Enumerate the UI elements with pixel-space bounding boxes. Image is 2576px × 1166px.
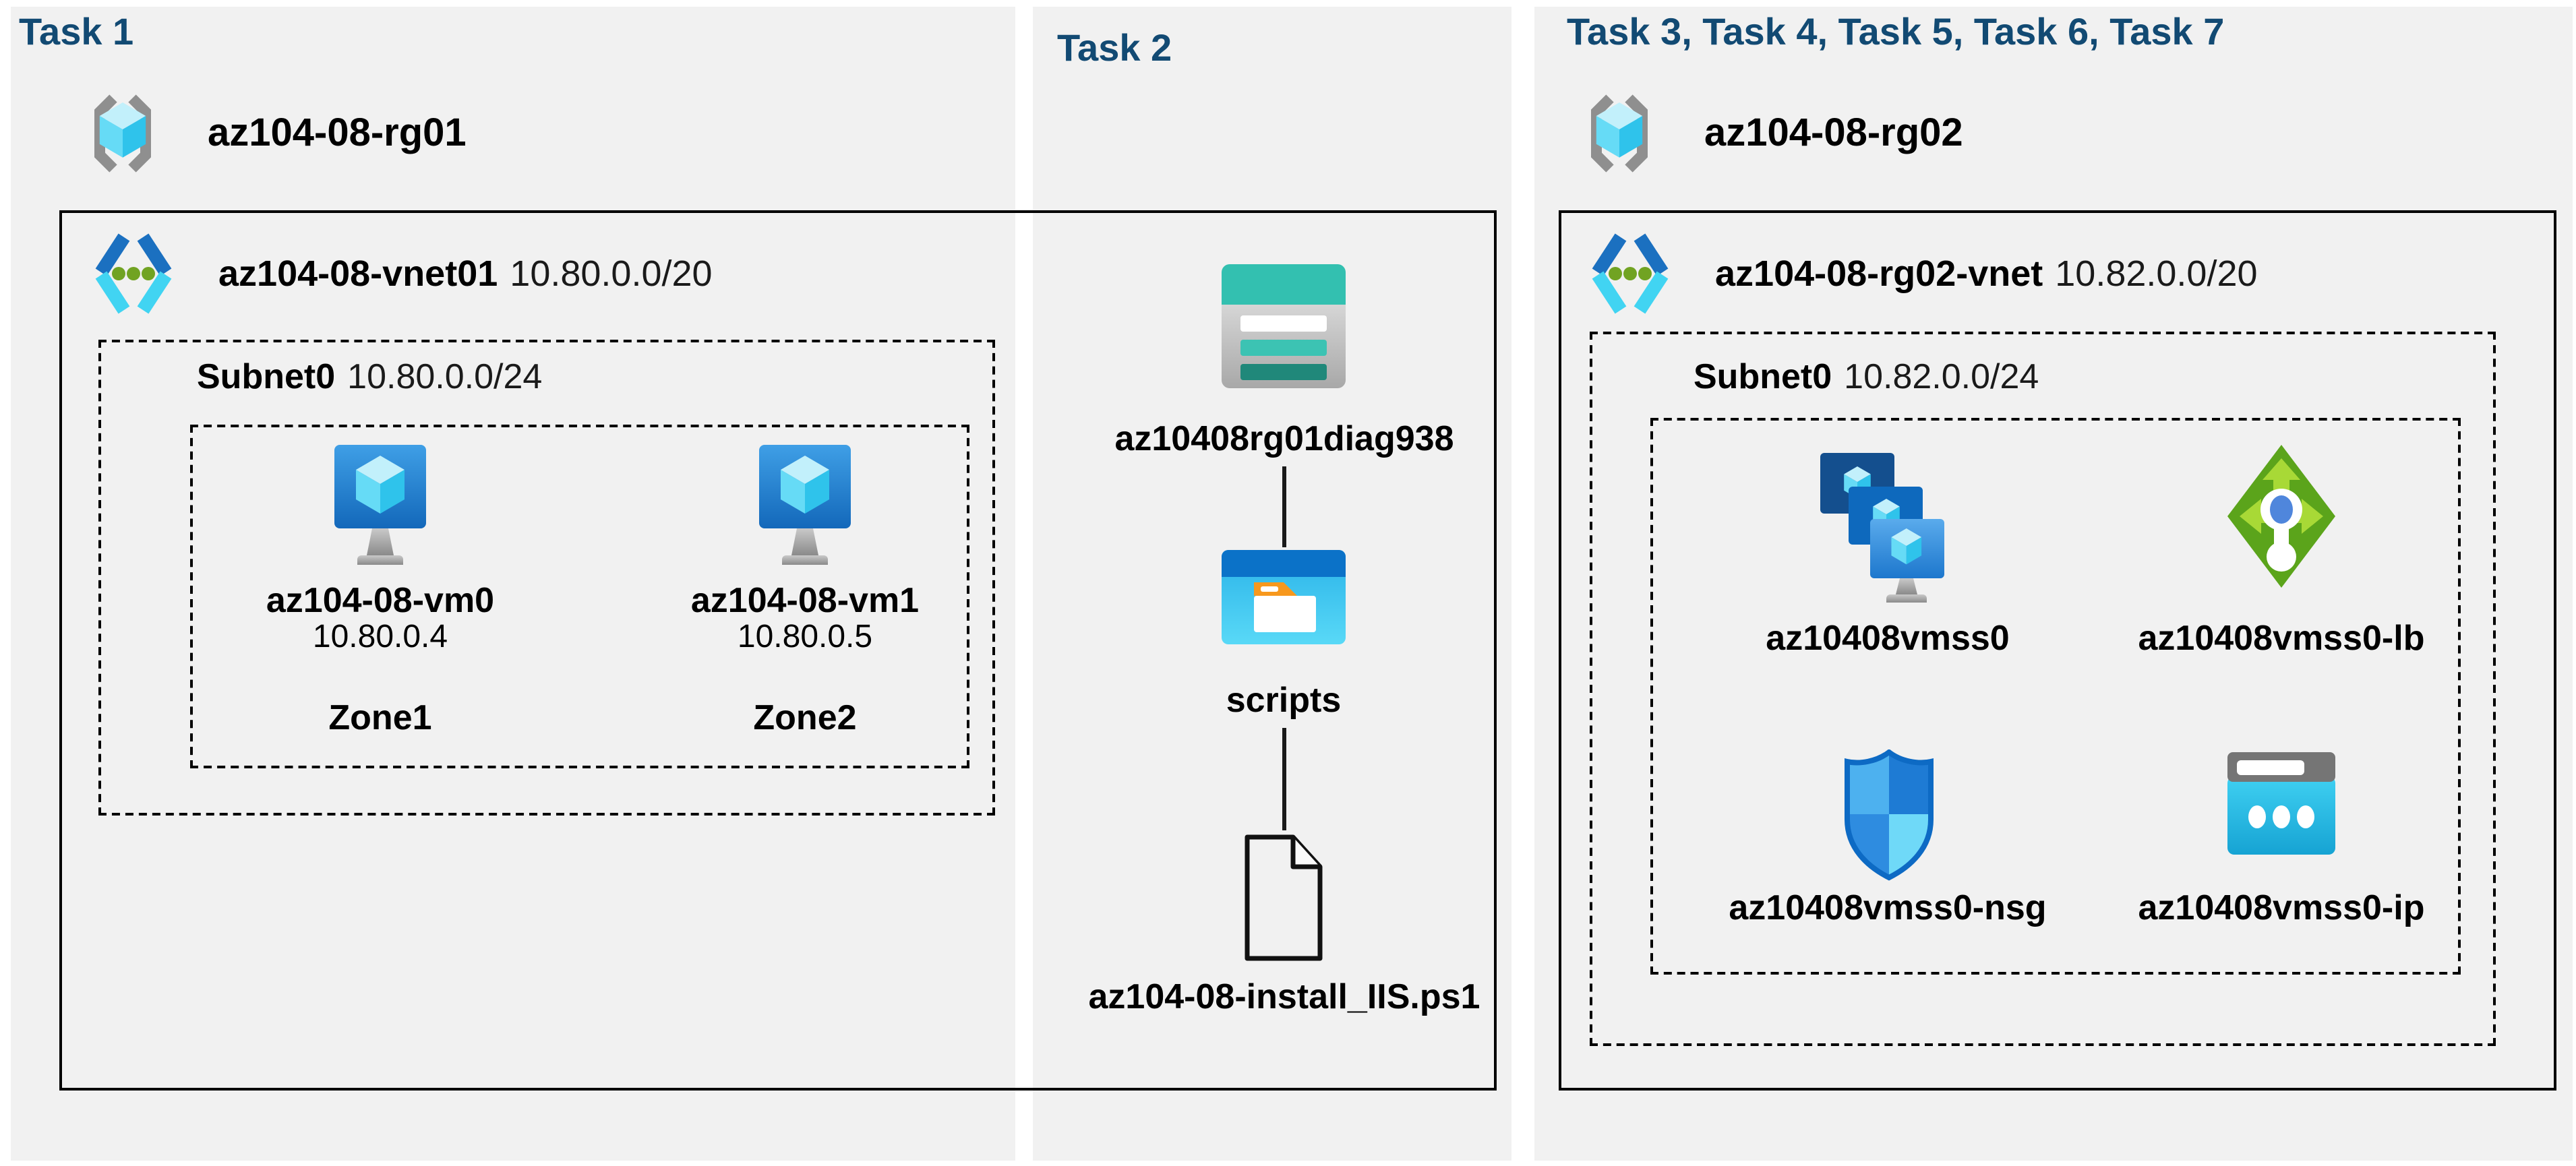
public-ip-icon [2227,752,2335,855]
connector-line [1282,466,1286,547]
task3-7-title: Task 3, Task 4, Task 5, Task 6, Task 7 [1567,11,2225,53]
vnet-cidr: 10.82.0.0/20 [2055,253,2258,294]
subnet-box [1590,332,2496,1046]
resource-group-icon [92,94,154,173]
subnet-name: Subnet0 [197,356,336,396]
script-file-icon [1243,833,1324,962]
vmss-icon [1820,453,1944,604]
vm-ip: 10.80.0.5 [737,619,873,655]
subnet-name: Subnet0 [1694,356,1832,396]
nsg-name: az10408vmss0-nsg [1729,887,2047,927]
vmss-name: az10408vmss0 [1766,617,2010,658]
vnet-cidr: 10.80.0.0/20 [510,253,713,294]
virtual-network-icon [1591,232,1669,315]
vmss-resources-box [1650,418,2461,975]
blob-container-icon [1222,550,1346,644]
subnet-label: Subnet0 10.82.0.0/24 [1694,356,2039,398]
task1-title: Task 1 [19,11,134,53]
vm-ip: 10.80.0.4 [312,619,448,655]
subnet-box [98,340,995,816]
public-ip-name: az10408vmss0-ip [2138,887,2425,927]
virtual-network-icon [94,232,173,315]
container-name: scripts [1226,679,1342,720]
vnet-name: az104-08-vnet01 [218,253,498,294]
nsg-icon [1842,749,1936,882]
task2-title: Task 2 [1057,27,1172,69]
vnet-label: az104-08-rg02-vnet 10.82.0.0/20 [1715,253,2258,295]
panel-task1 [11,7,1015,1161]
subnet-cidr: 10.80.0.0/24 [347,356,543,396]
virtual-machine-icon [759,445,851,569]
resource-group-icon [1588,94,1650,173]
virtual-machine-icon [334,445,426,569]
vm-zone: Zone2 [753,697,857,737]
load-balancer-icon [2227,445,2335,588]
load-balancer-name: az10408vmss0-lb [2138,617,2425,658]
script-file-name: az104-08-install_IIS.ps1 [1088,976,1480,1016]
panel-task3-7 [1534,7,2573,1161]
vnet-label: az104-08-vnet01 10.80.0.0/20 [218,253,713,295]
vnet-name: az104-08-rg02-vnet [1715,253,2043,294]
resource-group-name: az104-08-rg01 [208,112,467,155]
subnet-cidr: 10.82.0.0/24 [1844,356,2039,396]
vm-name: az104-08-vm0 [266,580,495,620]
availability-zones-box [190,425,969,768]
storage-account-icon [1222,264,1346,388]
vm-zone: Zone1 [328,697,432,737]
subnet-label: Subnet0 10.80.0.0/24 [197,356,542,398]
connector-line [1282,728,1286,830]
storage-account-name: az10408rg01diag938 [1114,418,1454,458]
vnet2-boundary-box [1559,210,2556,1091]
vnet1-boundary-box [59,210,1497,1091]
vm-name: az104-08-vm1 [690,580,920,620]
resource-group-name: az104-08-rg02 [1704,112,1963,155]
